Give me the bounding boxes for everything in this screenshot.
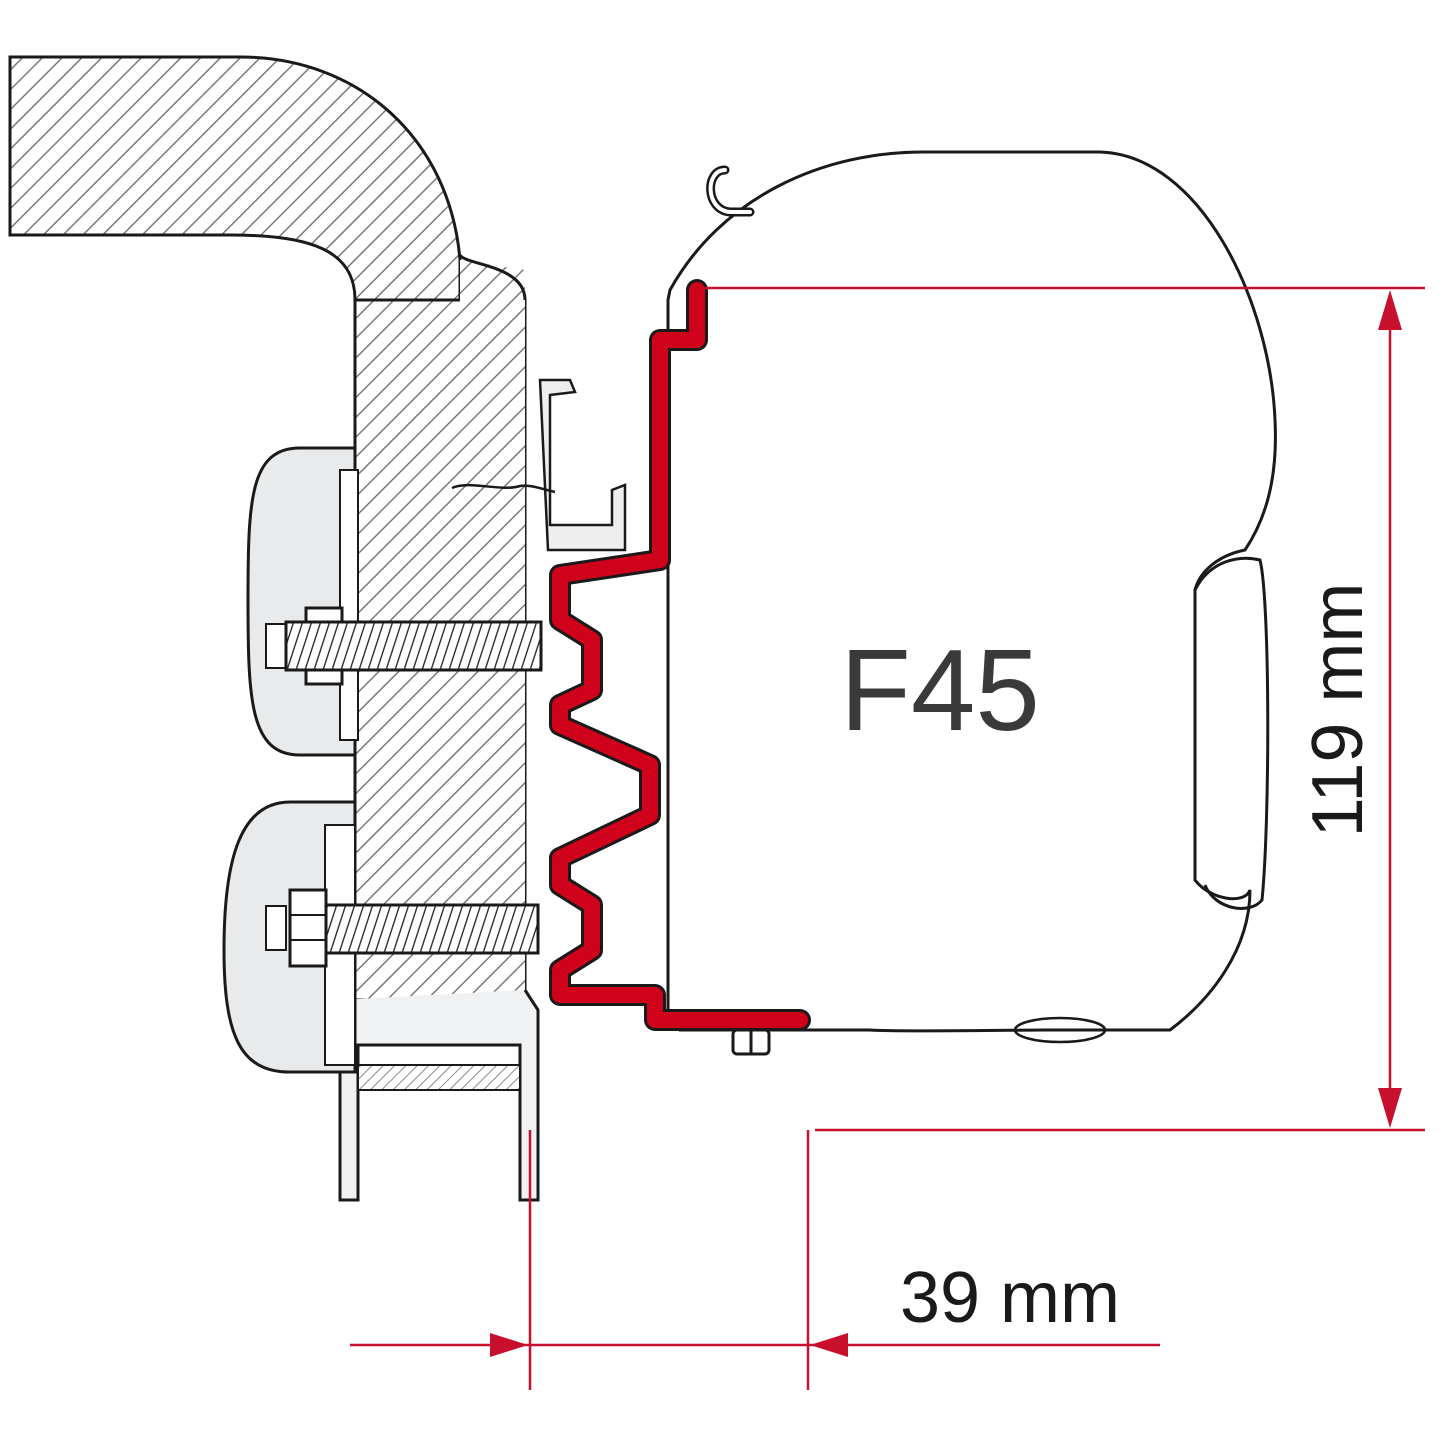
- offset-dimension-label: 39 mm: [900, 1258, 1120, 1338]
- gutter-profile: [451, 378, 627, 552]
- mounting-bolt-lower: [265, 888, 540, 968]
- mounting-bolt-upper: [265, 606, 543, 686]
- height-dimension-label: 119 mm: [1298, 583, 1378, 838]
- awning-cassette: [666, 150, 1277, 1044]
- height-dimension: 119 mm: [705, 286, 1425, 1132]
- product-model-label: F45: [840, 625, 1040, 755]
- awning-adapter-bracket: [549, 279, 811, 1031]
- backing-plate-upper: [246, 446, 359, 757]
- rain-gutter-hook: [706, 165, 755, 217]
- bottom-nut: [731, 1028, 771, 1056]
- wall-bottom-channel: [338, 989, 540, 1202]
- offset-dimension: 39 mm: [350, 1130, 1160, 1390]
